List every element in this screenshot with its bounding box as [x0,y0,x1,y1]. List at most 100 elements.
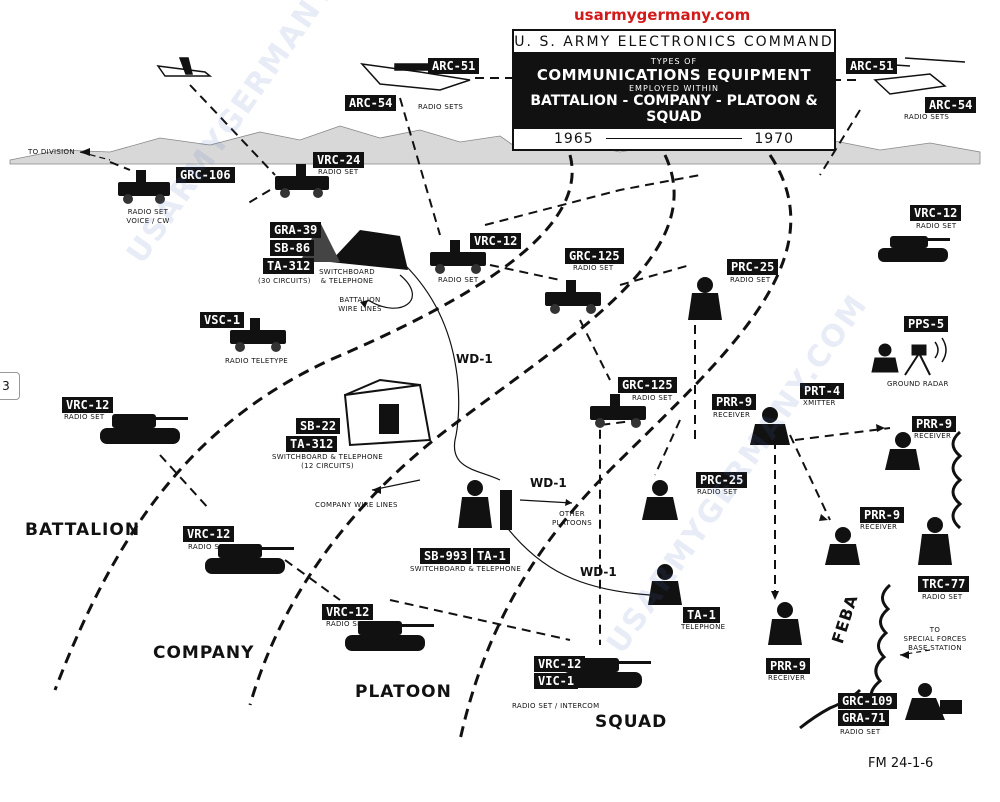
tag-prr9-d: PRR-9 [766,658,811,674]
title-types-of: TYPES OF [650,57,698,66]
plane-arc51-icon [360,62,471,91]
website-label: usarmygermany.com [574,6,751,24]
caption-vrc12-tank-tr: RADIO SET [916,222,957,230]
tank-vrc12-tr-icon [878,236,950,262]
tag-sb86: SB-86 [270,240,315,256]
tag-ta312-b: TA-312 [286,436,338,452]
tag-gra39: GRA-39 [270,222,322,238]
tag-prt4: PRT-4 [800,383,845,399]
ground-radar-icon [871,337,947,376]
year-start: 1965 [554,131,594,147]
tank-vrc12-co-icon [205,544,294,574]
tank-vrc12-sq-icon [562,658,651,688]
soldier-sb993-icon [458,480,512,530]
caption-30-circuits: (30 CIRCUITS) [258,277,311,285]
caption-prr9-d: RECEIVER [768,674,806,682]
caption-switchboard-telephone-a: SWITCHBOARD & TELEPHONE [319,268,375,285]
jeep-grc106-icon [118,170,170,204]
jeep-vrc24-icon [275,164,329,198]
soldier-prc25-a-icon [688,277,722,320]
caption-other-platoons: OTHER PLATOONS [552,510,592,527]
footer-reference: FM 24-1-6 [868,756,934,771]
zone-squad: SQUAD [595,712,668,732]
to-division-label: TO DIVISION [28,148,75,156]
margin-note: 3 [0,372,20,400]
soldier-prr9-d-icon [768,602,802,645]
soldier-trc77-icon [918,517,952,565]
tag-grc125-b: GRC-125 [618,377,677,393]
caption-ta1-b: TELEPHONE [681,623,726,631]
tag-arc51-left: ARC-51 [428,58,480,74]
tag-vrc12-sq: VRC-12 [534,656,586,672]
tag-arc51-right: ARC-51 [846,58,898,74]
jeep-grc125-a-icon [545,280,601,314]
tag-ta1-b: TA-1 [683,607,720,623]
tag-gra71: GRA-71 [838,710,890,726]
caption-grc109: RADIO SET [840,728,881,736]
tag-vrc12-plt: VRC-12 [322,604,374,620]
tag-prc25-b: PRC-25 [696,472,748,488]
helicopter-icon [849,57,966,95]
tag-vrc12-tank-tr: VRC-12 [910,205,962,221]
year-end: 1970 [754,131,794,147]
caption-vrc12-bn: RADIO SET [64,413,105,421]
tag-grc106: GRC-106 [176,167,235,183]
tag-vsc1: VSC-1 [200,312,245,328]
tag-ta312-a: TA-312 [263,258,315,274]
caption-grc125-b: RADIO SET [632,394,673,402]
soldier-prr9-a-icon [750,407,790,445]
jeep-vsc1-icon [230,318,286,352]
tag-grc125-a: GRC-125 [565,248,624,264]
tag-prr9-c: PRR-9 [860,507,905,523]
caption-grc125-a: RADIO SET [573,264,614,272]
caption-grc106: RADIO SET VOICE / CW [126,208,170,225]
caption-radio-sets-left: RADIO SETS [418,103,464,111]
caption-vsc1: RADIO TELETYPE [225,357,288,365]
caption-vrc12-plt: RADIO SET [326,620,367,628]
tag-vrc12-jeep: VRC-12 [470,233,522,249]
caption-prr9-b: RECEIVER [914,432,952,440]
hut-sb22-icon [343,378,432,447]
title-box: U. S. ARMY ELECTRONICS COMMAND TYPES OF … [512,29,836,151]
wire-lines [79,151,931,656]
soldier-prr9-c-icon [825,527,860,565]
caption-vrc12-sq: RADIO SET / INTERCOM [512,702,600,710]
zone-company: COMPANY [153,643,255,663]
caption-prt4: XMITTER [803,399,836,407]
caption-trc77: RADIO SET [922,593,963,601]
wire-wd1-c: WD-1 [580,565,617,579]
caption-prc25-a: RADIO SET [730,276,771,284]
mountain-ridge [9,125,981,165]
tag-pps5: PPS-5 [904,316,949,332]
tank-vrc12-bn-icon [100,414,188,444]
title-main: COMMUNICATIONS EQUIPMENT [536,66,812,84]
caption-prr9-a: RECEIVER [713,411,751,419]
zone-platoon: PLATOON [355,682,452,702]
caption-pps5: GROUND RADAR [887,380,949,388]
caption-vrc12-jeep: RADIO SET [438,276,479,284]
tag-arc54-left: ARC-54 [345,95,397,111]
caption-prc25-b: RADIO SET [697,488,738,496]
tag-grc109: GRC-109 [838,693,897,709]
caption-special-forces: TO SPECIAL FORCES BASE STATION [903,626,967,652]
caption-battalion-wire-lines: BATTALION WIRE LINES [338,296,382,313]
tag-arc54-right: ARC-54 [925,97,977,113]
caption-vrc12-co: RADIO SET [188,543,229,551]
caption-company-wire-lines: COMPANY WIRE LINES [315,501,398,509]
title-black-panel: TYPES OF COMMUNICATIONS EQUIPMENT EMPLOY… [514,54,834,129]
zone-battalion: BATTALION [25,520,141,540]
soldier-prr9-b-icon [885,432,920,470]
jeep-grc125-b-icon [590,394,646,428]
tag-prc25-a: PRC-25 [727,259,779,275]
title-heading: U. S. ARMY ELECTRONICS COMMAND [514,31,834,54]
caption-radio-sets-right: RADIO SETS [904,113,950,121]
year-dash [605,131,743,139]
tag-prr9-a: PRR-9 [712,394,757,410]
tag-prr9-b: PRR-9 [912,416,957,432]
caption-vrc24: RADIO SET [318,168,359,176]
platoon-squad-boundary [458,154,793,741]
zone-boundaries [53,154,793,741]
title-employed: EMPLOYED WITHIN [629,84,719,93]
title-units: BATTALION - COMPANY - PLATOON & SQUAD [530,93,818,125]
